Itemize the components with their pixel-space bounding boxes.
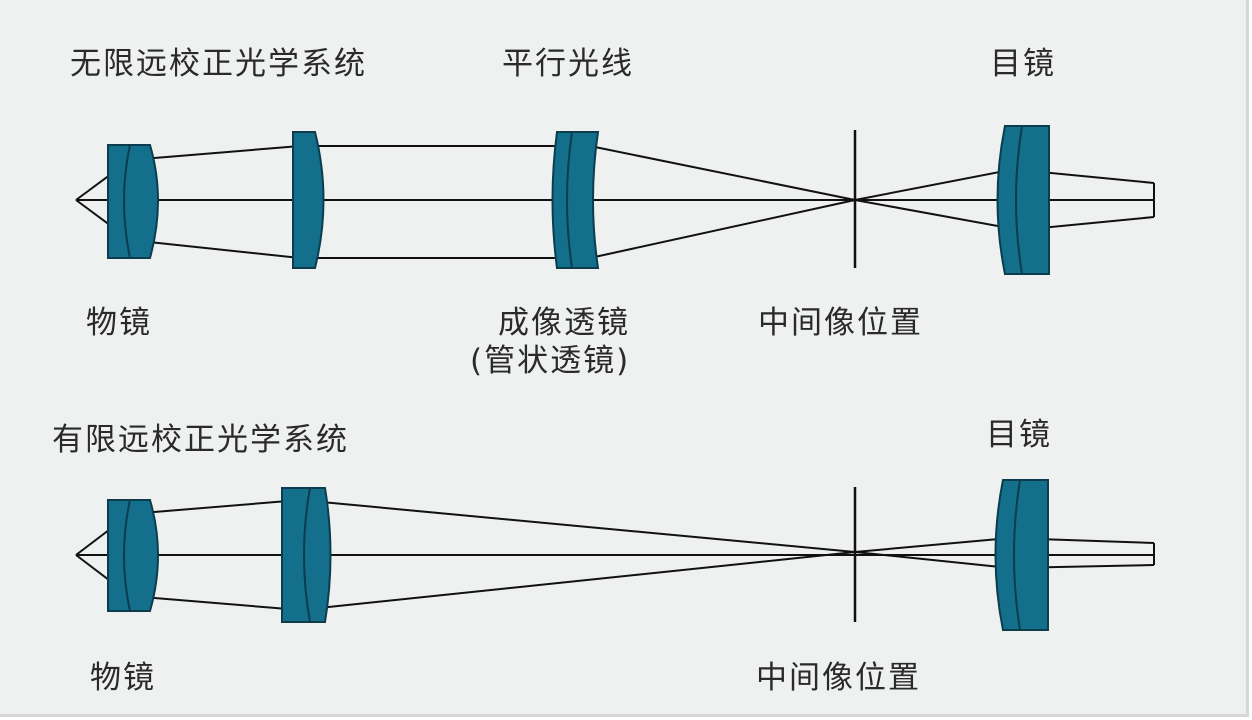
finite-system-title: 有限远校正光学系统 [52,422,349,458]
bottom-ray-upper-diverge [854,537,1011,553]
bottom-ray-upper-converge [299,499,856,553]
bottom-objective-element [281,487,332,623]
top-objective-lens [107,144,159,259]
top-ray-lower-diverge [854,199,1021,231]
top-eyepiece-lens [996,125,1050,275]
tube-lens-sublabel: (管状透镜) [470,343,630,379]
top-tube-lens [551,131,600,269]
bottom-rays [75,499,1155,611]
top-eyepiece-label: 目镜 [990,46,1056,82]
top-ray-upper-1 [129,145,301,161]
tube-lens-label: 成像透镜 [498,305,630,341]
bottom-intermediate-image-label: 中间像位置 [756,660,921,696]
bottom-objective-label: 物镜 [90,660,156,696]
bottom-ray-upper-1 [129,499,301,515]
infinity-system-title: 无限远校正光学系统 [70,46,367,82]
bottom-objective-lens [107,499,159,612]
top-intermediate-image-label: 中间像位置 [758,305,923,341]
top-ray-upper-diverge [854,167,1021,201]
parallel-rays-label: 平行光线 [502,46,634,82]
top-ray-upper-converge [589,145,856,201]
bottom-ray-lower-converge [299,551,856,611]
top-ray-lower-1 [129,239,301,259]
bottom-eyepiece-label: 目镜 [986,417,1052,453]
bottom-ray-lower-1 [129,595,301,611]
infinity-corrected-system: 无限远校正光学系统 平行光线 目镜 物镜 成像透镜 (管状透镜) 中间像位置 [70,46,1155,379]
finite-corrected-system: 有限远校正光学系统 目镜 物镜 中间像位置 [52,417,1155,696]
top-rays [75,145,1155,259]
bottom-eyepiece-lens [994,479,1049,631]
bottom-ray-lower-diverge [854,551,1011,569]
top-objective-element [292,131,325,269]
top-ray-lower-converge [589,199,856,259]
top-objective-label: 物镜 [86,305,152,341]
